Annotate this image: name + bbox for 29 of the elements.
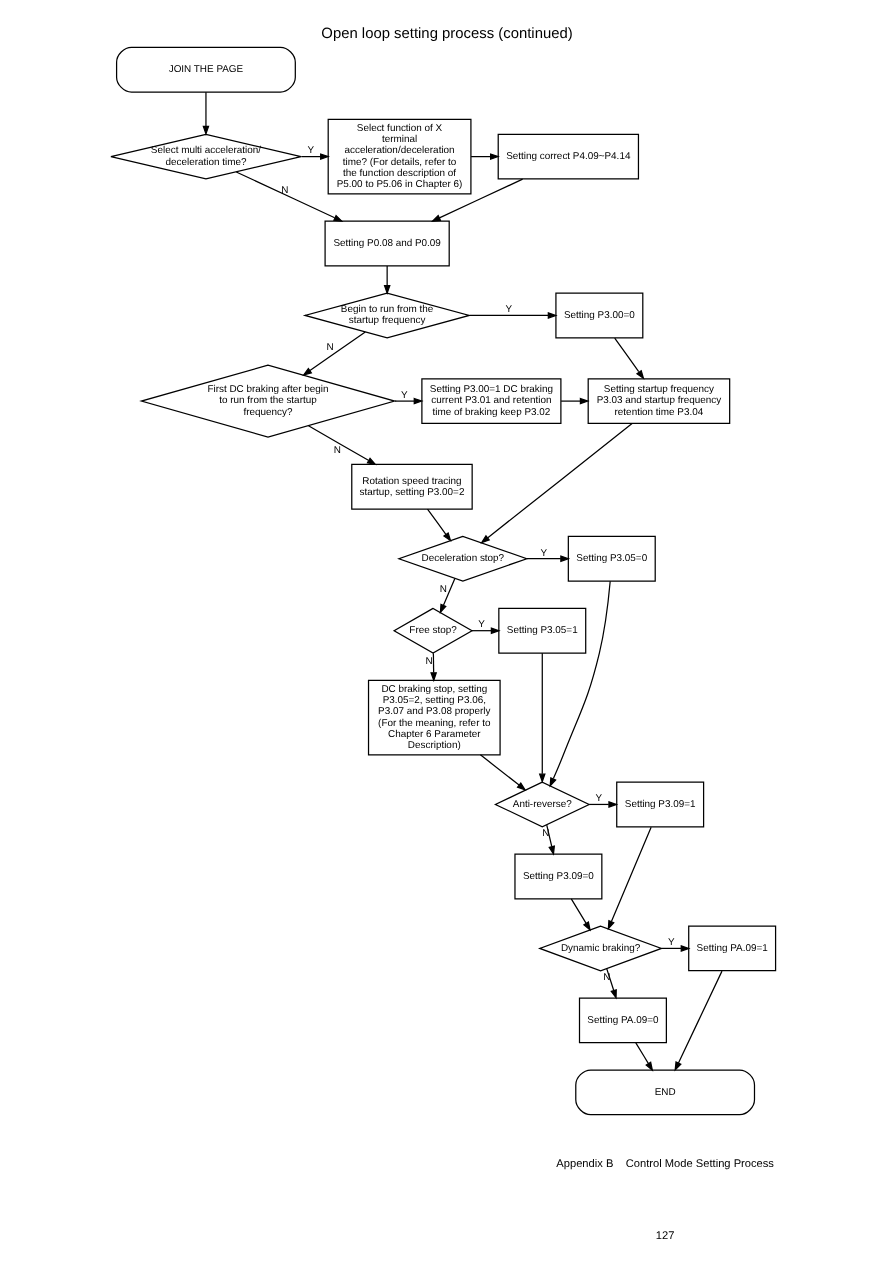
arrow [538, 652, 546, 784]
arrow [614, 337, 645, 380]
arrow [560, 397, 590, 405]
arrow [235, 171, 344, 222]
arrow [383, 265, 391, 295]
arrow [588, 800, 619, 808]
arrow [426, 508, 452, 543]
arrow [661, 944, 691, 952]
arrow [394, 397, 424, 405]
arrow [479, 754, 527, 791]
arrow [439, 577, 456, 614]
arrow [469, 312, 558, 319]
arrow [674, 970, 723, 1072]
arrow [606, 968, 617, 1000]
arrow [307, 425, 377, 466]
arrow [471, 627, 501, 635]
arrow [430, 652, 438, 683]
arrow [430, 178, 524, 222]
arrow [635, 1042, 654, 1072]
arrow [202, 91, 210, 136]
arrow [546, 824, 556, 856]
arrow [526, 555, 571, 563]
arrow [607, 826, 652, 931]
arrow [570, 898, 592, 932]
arrow [480, 422, 633, 544]
arrow [300, 153, 330, 161]
arrow [470, 153, 500, 161]
arrow [302, 331, 366, 376]
arrow [549, 580, 611, 788]
